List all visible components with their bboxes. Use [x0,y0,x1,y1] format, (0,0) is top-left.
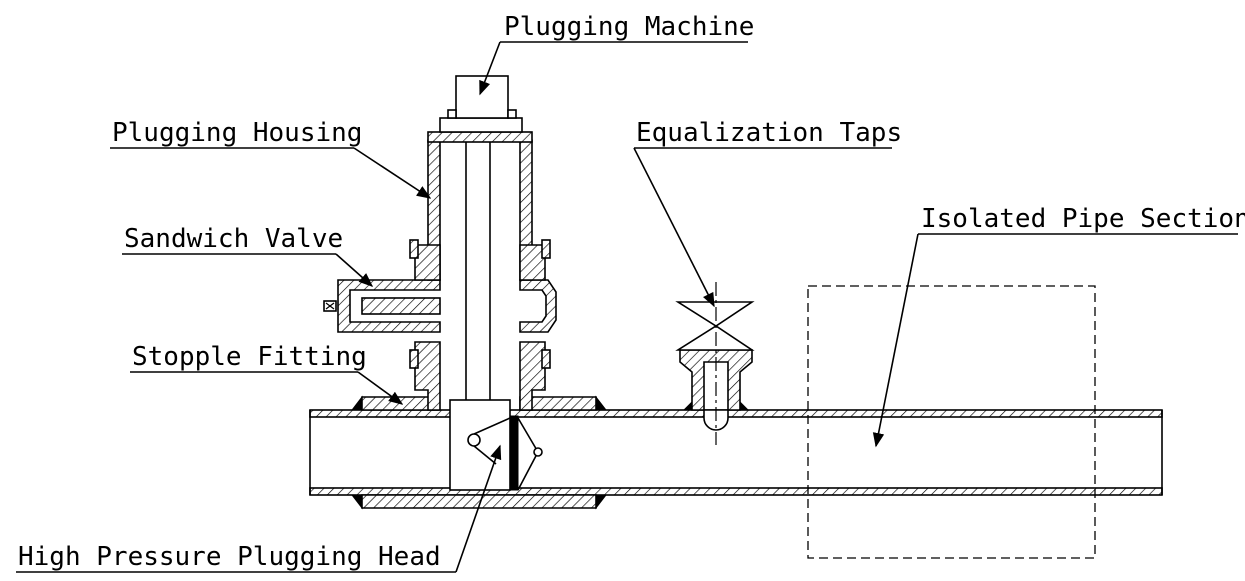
isolated-section-box [807,285,1096,559]
plugging-machine [439,75,523,133]
plugging-bar [465,142,491,400]
plugging-housing [409,130,551,281]
label-plugging-housing: Plugging Housing [112,118,362,148]
label-sandwich-valve: Sandwich Valve [124,224,343,254]
sandwich-valve-body [323,279,557,333]
label-plugging-machine: Plugging Machine [504,12,754,42]
callout-leaders [16,41,1238,573]
equalization-tap [675,282,755,445]
lower-housing [409,341,551,411]
label-stopple-fitting: Stopple Fitting [132,342,367,372]
label-equalization-taps: Equalization Taps [636,118,902,148]
label-high-pressure-plugging-head: High Pressure Plugging Head [18,542,441,572]
main-pipe [309,409,1163,496]
label-isolated-pipe-section: Isolated Pipe Section [921,204,1245,234]
